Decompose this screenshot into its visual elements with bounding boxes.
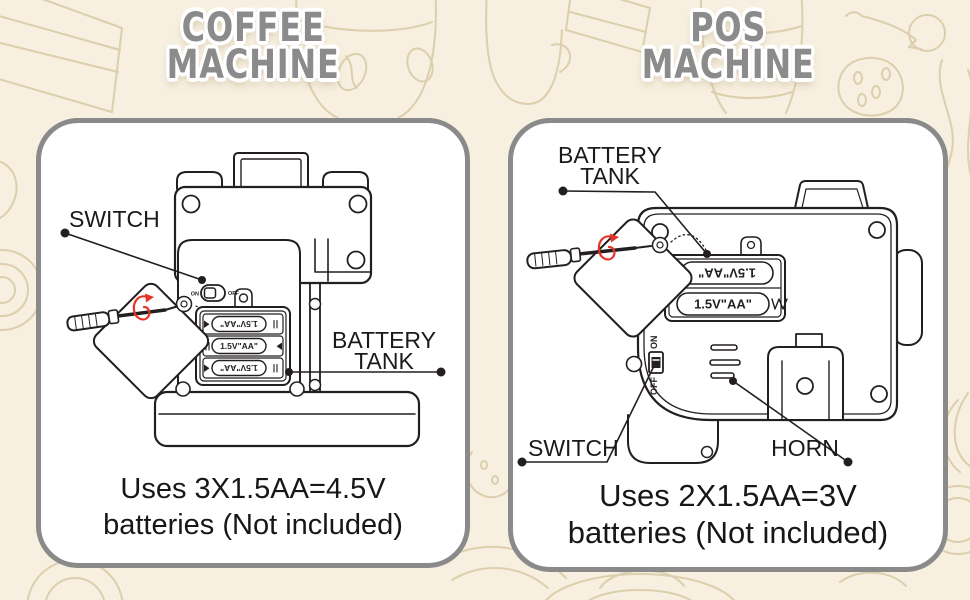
switch-leader <box>60 228 206 284</box>
mug-doodle <box>485 0 572 105</box>
pos-title-line1: POS <box>689 5 767 51</box>
screw-hole <box>625 355 643 373</box>
coffee-title-line2: MACHINE <box>166 42 340 88</box>
machine-shoulder <box>176 171 223 190</box>
screw-hole <box>175 381 191 397</box>
screw-hole <box>308 297 322 311</box>
battery-spring <box>771 298 788 310</box>
battery-cell-3 <box>204 359 278 377</box>
screw-hole <box>346 250 366 270</box>
battery-tank <box>664 254 788 322</box>
battery-cell-1-text: 1.5V"AA" <box>220 319 258 329</box>
horn-leader <box>729 377 853 467</box>
top-tab <box>794 180 869 209</box>
cookie-chip <box>871 85 881 99</box>
curl-doodle <box>839 571 907 587</box>
berry-doodle <box>465 451 515 499</box>
horn-slots <box>709 344 741 379</box>
screw-hole <box>348 194 368 214</box>
pos-title-line2: MACHINE <box>641 42 815 88</box>
screw-hole <box>181 194 201 214</box>
power-switch <box>648 351 664 374</box>
cover-screw <box>175 295 193 313</box>
coffee-machine-diagram: ON OFF <box>60 152 446 448</box>
switch-label: SWITCH <box>69 206 160 232</box>
swirl-bun-doodle <box>0 276 16 304</box>
rotation-arrow-icon <box>132 293 154 321</box>
screw-hole <box>289 381 305 397</box>
screwdriver-icon <box>526 245 652 270</box>
strawberry-doodle <box>0 160 18 220</box>
paper-cup-doodle <box>295 0 437 119</box>
cherry-doodle <box>908 14 946 52</box>
screw-path-dashes <box>670 234 707 251</box>
rotation-arrow-icon <box>597 233 619 261</box>
battery-tank-label-line1: BATTERY <box>332 327 436 353</box>
stand-bracket <box>767 333 844 420</box>
switch-leader <box>517 367 654 467</box>
coffee-title-line1: COFFEE <box>181 5 325 51</box>
battery-cell-1 <box>204 315 278 333</box>
caption-line1: Uses 3X1.5AA=4.5V <box>120 473 386 505</box>
cookie-chip <box>881 67 891 81</box>
battery-cell-2-text: 1.5V"AA" <box>220 341 258 351</box>
plate-doodle <box>545 573 735 600</box>
screw-hole <box>868 221 886 239</box>
pos-machine-panel: ON OFF <box>508 118 948 572</box>
battery-tank <box>195 306 291 386</box>
pos-machine-diagram: ON OFF <box>517 142 923 467</box>
battery-tank-leader <box>285 367 446 377</box>
coffee-bean-doodle <box>406 47 434 83</box>
screwdriver-icon <box>66 305 178 332</box>
pos-machine-caption: Uses 2X1.5AA=3V batteries (Not included) <box>513 477 943 551</box>
drip-tray-base <box>153 390 421 448</box>
pos-body-inner <box>643 213 892 415</box>
battery-tank-label-line2: TANK <box>580 163 640 189</box>
cake-doodle <box>0 0 123 113</box>
switch-label: SWITCH <box>528 435 619 461</box>
cookie-chip <box>853 71 863 85</box>
cup-doodle <box>699 0 804 114</box>
battery-cell-2-text: 1.5V"AA" <box>694 297 752 312</box>
water-tank-lid <box>233 152 309 190</box>
switch-off-text: OFF <box>649 377 659 395</box>
cover-screw-tab <box>740 236 762 258</box>
battery-tank-leader <box>558 186 711 258</box>
horn-label: HORN <box>771 435 839 461</box>
coffee-machine-caption: Uses 3X1.5AA=4.5V batteries (Not include… <box>41 471 465 543</box>
coffee-machine-panel: ON OFF <box>36 118 470 568</box>
cover-screw <box>651 236 669 254</box>
caption-line2: batteries (Not included) <box>567 515 889 550</box>
switch-on-text: ON <box>191 292 199 298</box>
switch-on-text: ON <box>649 336 659 350</box>
battery-cell-1-text: 1.5V"AA" <box>698 266 756 281</box>
bottom-flap <box>627 414 719 464</box>
plate-doodle <box>587 589 693 600</box>
switch-off-text: OFF <box>228 291 240 297</box>
caption-line2: batteries (Not included) <box>103 509 403 541</box>
housing-step <box>314 238 372 273</box>
caption-line1: Uses 2X1.5AA=3V <box>599 478 857 513</box>
battery-tank-label-line1: BATTERY <box>558 142 662 168</box>
cake-doodle <box>565 0 651 53</box>
swirl-bun-doodle <box>0 263 29 317</box>
coffee-bean-line <box>345 55 358 89</box>
coffee-machine-title: COFFEE MACHINE <box>36 5 470 88</box>
machine-shoulder <box>322 171 369 190</box>
cookie-chip <box>857 93 867 107</box>
screw-hole <box>308 378 322 392</box>
pos-machine-title: POS MACHINE <box>508 5 948 88</box>
cookie-doodle <box>837 56 904 117</box>
battery-cell-3-text: 1.5V"AA" <box>220 363 258 373</box>
battery-cell-2 <box>676 292 788 316</box>
screw-hole <box>870 385 888 403</box>
cup-bottom-doodle <box>45 577 105 600</box>
battery-tank-label-line2: TANK <box>354 348 414 374</box>
coffee-bean-doodle <box>336 52 368 92</box>
